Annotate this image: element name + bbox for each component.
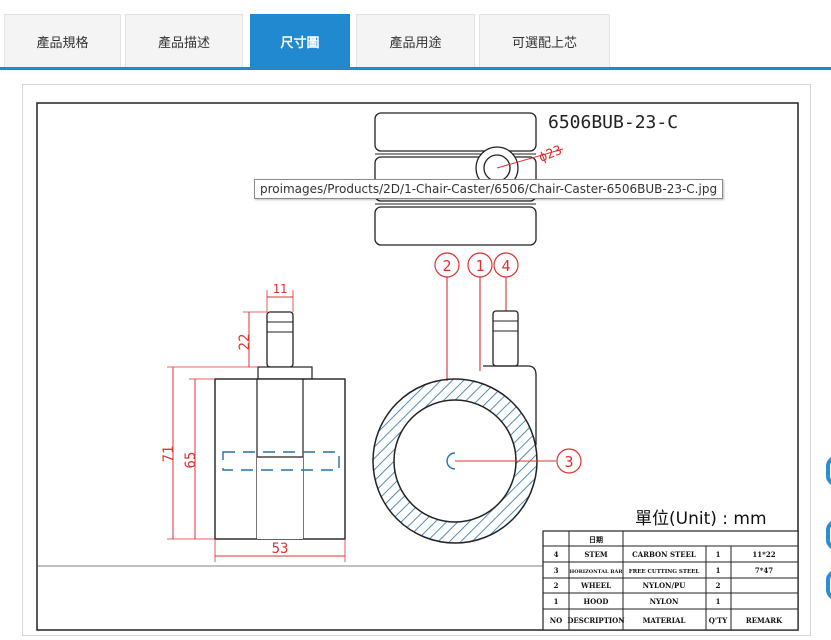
- tab-label: 產品描述: [157, 36, 210, 51]
- tab-product-description[interactable]: 產品描述: [125, 14, 243, 68]
- bom-row-remark: 7*47: [755, 566, 773, 575]
- model-number: 6506BUB-23-C: [548, 112, 678, 133]
- bom-row-no: 1: [554, 597, 559, 606]
- diameter-dimension: ϕ23: [537, 143, 564, 166]
- tab-optional-stem[interactable]: 可選配上芯: [479, 14, 610, 68]
- bom-row-description: HORIZONTAL BAR: [570, 569, 624, 575]
- bom-row-material: CARBON STEEL: [632, 550, 696, 559]
- bom-header-description: DESCRIPTION: [567, 616, 625, 625]
- bom-header-material: MATERIAL: [643, 616, 686, 625]
- bom-header-qty: Q'TY: [709, 616, 728, 625]
- top-view-block-3: [374, 206, 537, 246]
- bom-row-description: STEM: [584, 550, 608, 559]
- bom-row-no: 2: [554, 581, 559, 590]
- dim-stem-width: 11: [273, 282, 287, 296]
- bom-row-qty: 1: [716, 566, 721, 575]
- balloon-3-label: 3: [564, 453, 573, 471]
- balloon-1-label: 1: [475, 257, 484, 275]
- bom-row-material: NYLON: [650, 597, 679, 606]
- balloon-3: [556, 448, 582, 474]
- bom-header-remark: REMARK: [746, 616, 783, 625]
- bill-of-materials: 日期 4 STEM CARBON STEEL 1 11*22 3 HORIZON…: [542, 530, 799, 631]
- bom-row-no: 3: [554, 566, 559, 575]
- bom-row-material: NYLON/PU: [643, 581, 686, 590]
- axle-hidden-line: [222, 451, 340, 471]
- hood-side-view: [483, 365, 537, 445]
- stem-side-view: [492, 310, 519, 367]
- tab-underline: [0, 67, 831, 70]
- tab-label: 尺寸圖: [280, 36, 320, 51]
- dim-stem-height: 22: [237, 334, 253, 351]
- tab-dimension-drawing[interactable]: 尺寸圖: [250, 14, 350, 68]
- dimension-drawing-panel: 6506BUB-23-C ϕ23 2 1 4 3: [22, 84, 811, 636]
- tab-label: 可選配上芯: [511, 36, 577, 51]
- dim-overall-width: 53: [272, 541, 289, 557]
- bom-header-no: NO: [550, 616, 563, 625]
- collar-front-view: [257, 366, 313, 380]
- tab-product-usage[interactable]: 產品用途: [356, 14, 475, 68]
- top-view-block-1: [374, 112, 537, 152]
- tab-bar: 產品規格 產品描述 尺寸圖 產品用途 可選配上芯: [0, 0, 831, 70]
- drawing-frame: [36, 102, 799, 631]
- bom-row-description: WHEEL: [580, 581, 611, 590]
- bom-row-qty: 2: [716, 581, 721, 590]
- bom-row-remark: 11*22: [752, 550, 775, 559]
- image-path-tooltip: proimages/Products/2D/1-Chair-Caster/650…: [254, 179, 724, 199]
- bom-row-qty: 1: [716, 550, 721, 559]
- side-nav-icon[interactable]: [826, 520, 831, 550]
- bom-row-qty: 1: [716, 597, 721, 606]
- caster-technical-drawing: 6506BUB-23-C ϕ23 2 1 4 3: [36, 102, 799, 631]
- dim-wheel-height: 65: [183, 452, 199, 469]
- unit-label: 單位(Unit) : mm: [635, 509, 767, 529]
- bom-row-no: 4: [554, 550, 559, 559]
- balloon-2-label: 2: [442, 257, 451, 275]
- side-nav-icon[interactable]: [826, 570, 831, 600]
- side-nav-icon[interactable]: [826, 456, 831, 486]
- tab-product-specs[interactable]: 產品規格: [4, 14, 121, 68]
- axle-marker: [446, 452, 456, 470]
- bom-top-label: 日期: [589, 535, 603, 544]
- bom-row-material: FREE CUTTING STEEL: [629, 569, 700, 575]
- tab-label: 產品規格: [36, 36, 89, 51]
- tab-label: 產品用途: [389, 36, 442, 51]
- balloon-4-label: 4: [501, 257, 510, 275]
- bom-row-description: HOOD: [584, 597, 609, 606]
- stem-front-view: [266, 311, 294, 368]
- dim-overall-height: 71: [161, 446, 177, 463]
